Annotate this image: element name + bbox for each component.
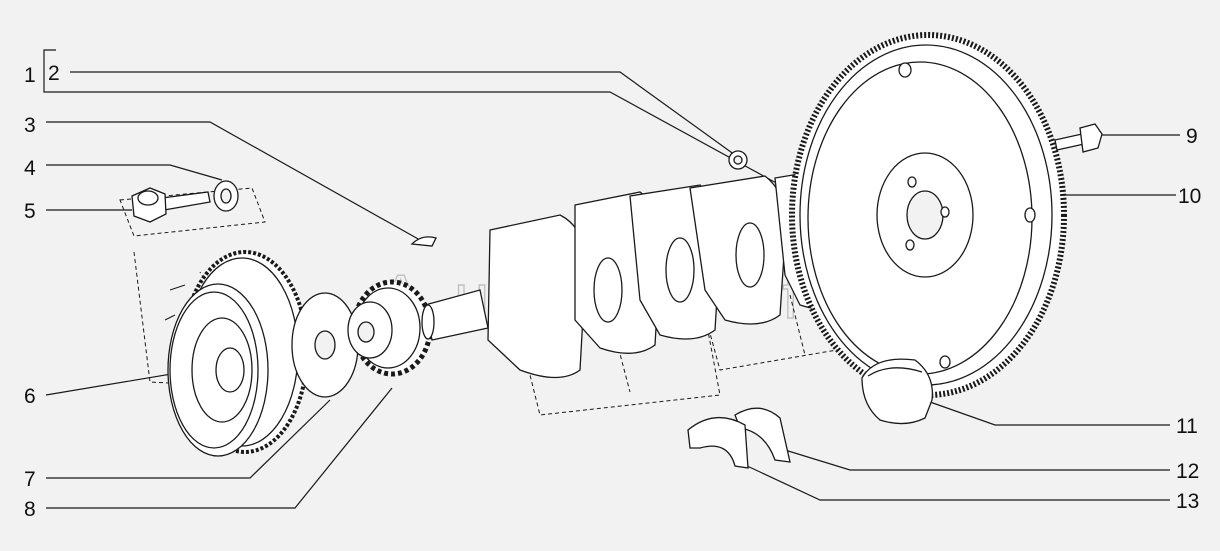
leader-8: [46, 387, 393, 509]
pulley-bolt: [161, 191, 211, 211]
pulley-group-box: [133, 251, 266, 389]
callout-5: 5: [24, 200, 36, 223]
callout-13: 13: [1176, 490, 1199, 513]
callout-7: 7: [24, 468, 36, 491]
callout-labels: 1 2 3 4 5 6 7 8 9 10 11 12 13: [24, 62, 1201, 521]
callout-3: 3: [24, 114, 36, 137]
bearing-dash-1: [524, 314, 721, 416]
callout-1: 1: [24, 64, 36, 87]
bearing-dash-4: [789, 294, 806, 356]
flywheel: [789, 32, 1067, 398]
thrust-washer-lower: [687, 416, 749, 469]
thrust-washer-upper: [734, 407, 791, 463]
pulley-bolt-and-washer: [131, 180, 239, 223]
flywheel-bolt: [1054, 123, 1103, 153]
leader-12: [784, 449, 1170, 471]
thrust-half-washers: [687, 407, 791, 469]
callout-8: 8: [24, 498, 36, 521]
callout-10: 10: [1178, 185, 1201, 208]
crankshaft-nose: [424, 289, 489, 341]
callout-6: 6: [24, 385, 36, 408]
sensor-disc: [291, 292, 359, 398]
leader-1: [56, 91, 781, 186]
leader-lines: [43, 49, 1180, 509]
leader-7: [46, 399, 331, 479]
bracket-1-2: [43, 49, 56, 93]
leader-11: [929, 401, 1170, 426]
callout-2: 2: [48, 62, 60, 85]
leader-13: [744, 464, 1170, 501]
woodruff-key: [410, 236, 437, 247]
leader-4: [46, 164, 223, 181]
callout-9: 9: [1186, 125, 1198, 148]
crankshaft-pulley: [164, 250, 309, 457]
crank-web-1: [487, 214, 587, 379]
callout-11: 11: [1176, 415, 1198, 438]
main-bearing-shell: [861, 358, 934, 425]
leader-2: [70, 71, 736, 156]
bolt-group-box: [119, 187, 266, 237]
callout-12: 12: [1176, 460, 1199, 483]
leader-3: [46, 121, 421, 241]
callout-4: 4: [24, 157, 36, 180]
timing-sprocket: [347, 279, 433, 377]
